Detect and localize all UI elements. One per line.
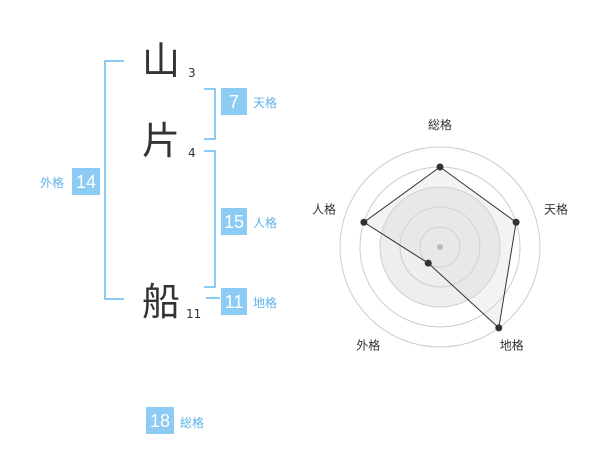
radar-grid-ring	[399, 206, 481, 288]
name-char-3: 船	[142, 280, 181, 324]
radar-axis-label: 地格	[500, 338, 524, 353]
tenkaku-label: 天格	[253, 96, 278, 110]
radar-points	[360, 163, 520, 332]
radar-point-総格	[436, 163, 444, 171]
tenkaku-bracket	[204, 88, 216, 140]
radar-axis-label: 総格	[428, 117, 452, 132]
jinkaku-value: 15	[221, 208, 247, 235]
radar-axis-label: 人格	[312, 201, 336, 216]
radar-point-人格	[360, 218, 368, 226]
radar-axis-label: 天格	[544, 201, 568, 216]
jinkaku-label: 人格	[253, 216, 278, 230]
jinkaku-bracket	[204, 150, 216, 288]
radar-point-天格	[512, 218, 520, 226]
gaikaku-value: 14	[72, 168, 100, 195]
tenkaku-value: 7	[221, 88, 247, 115]
gaikaku-bracket	[104, 60, 124, 300]
radar-axis-label: 外格	[356, 338, 380, 353]
radar-center-dot	[437, 244, 443, 250]
radar-point-外格	[424, 259, 432, 267]
stroke-count-1: 3	[188, 66, 196, 80]
soukaku-value: 18	[146, 407, 174, 434]
radar-grid-ring	[339, 146, 541, 348]
radar-point-地格	[495, 324, 503, 332]
stroke-count-2: 4	[188, 146, 196, 160]
radar-grid-ring	[379, 186, 501, 308]
name-char-2: 片	[142, 119, 181, 163]
chikaku-connector	[206, 297, 220, 299]
name-char-1: 山	[142, 39, 181, 83]
stroke-count-3: 11	[186, 307, 202, 321]
chikaku-label: 地格	[253, 296, 278, 310]
chikaku-value: 11	[221, 288, 247, 315]
radar-grid-ring	[419, 226, 461, 268]
soukaku-label: 総格	[180, 416, 205, 430]
gaikaku-label: 外格	[40, 176, 65, 190]
